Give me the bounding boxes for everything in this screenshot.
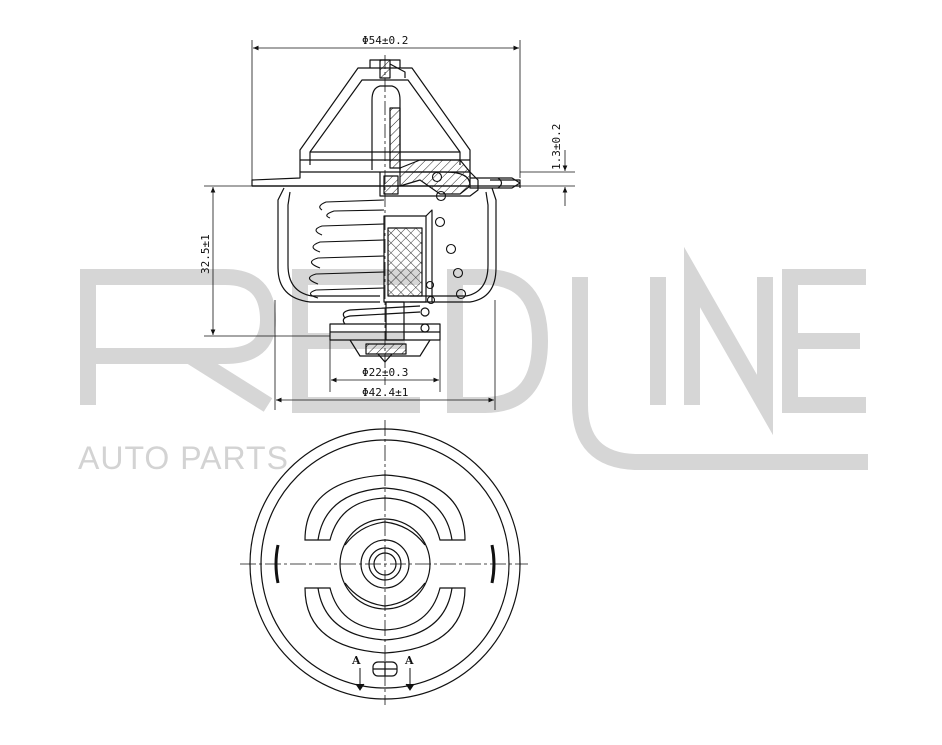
dim-body-diameter: Φ42.4±1: [362, 386, 408, 399]
section-marks: [355, 668, 415, 691]
thermostat-section-view: [251, 55, 521, 385]
section-mark-right: A: [404, 654, 414, 667]
main-spring: [308, 171, 467, 305]
dim-flange-diameter: Φ54±0.2: [362, 34, 408, 47]
redline-logo-watermark: [80, 246, 868, 470]
dim-height: 32.5±1: [199, 234, 212, 274]
section-mark-left: A: [351, 654, 361, 667]
dim-flange-thickness: 1.3±0.2: [550, 124, 563, 170]
thermostat-bottom-view: [240, 420, 528, 705]
watermark-subtitle: AUTO PARTS: [78, 440, 289, 476]
dim-valve-diameter: Φ22±0.3: [362, 366, 408, 379]
dimension-lines: [204, 40, 575, 410]
